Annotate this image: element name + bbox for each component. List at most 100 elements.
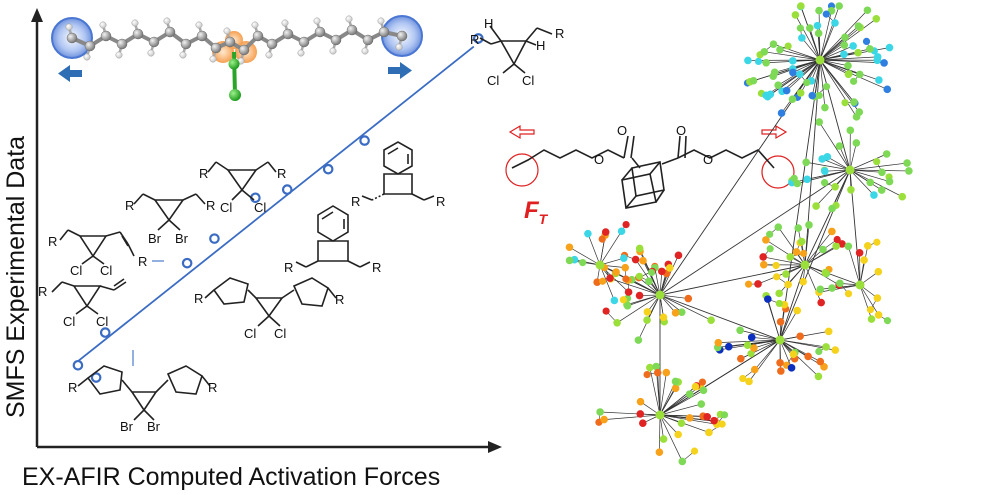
svg-text:R: R: [284, 260, 293, 275]
data-point-8: [322, 163, 334, 175]
network-node-245: [710, 416, 718, 425]
network-node-221: [690, 447, 699, 455]
network-node-241: [705, 428, 713, 437]
network-hub-node: [855, 280, 865, 290]
network-node-137: [674, 251, 683, 260]
network-node-268: [612, 268, 620, 276]
network-node-234: [643, 370, 651, 379]
network-node-61: [875, 76, 883, 84]
network-node-74: [788, 95, 797, 104]
network-node-174: [797, 237, 806, 246]
network-node-73: [797, 2, 805, 10]
network-node-255: [565, 243, 574, 252]
network-node-43: [789, 68, 797, 77]
pull-arrow-open-right-icon: [761, 124, 788, 140]
svg-text:R: R: [436, 194, 445, 209]
svg-text:Br: Br: [148, 231, 162, 246]
svg-text:Cl: Cl: [100, 263, 112, 278]
structure-dibromo-bicyclopentyl-cyclopropane: R R Br Br: [68, 350, 217, 434]
network-node-133: [634, 336, 643, 344]
pull-point-left: [505, 153, 539, 187]
svg-text:H: H: [536, 38, 545, 53]
network-node-50: [749, 76, 758, 85]
network-node-71: [855, 108, 864, 116]
network-node-158: [828, 227, 836, 236]
network-node-16: [791, 11, 800, 19]
network-node-181: [747, 350, 755, 358]
network-node-163: [832, 242, 840, 250]
network-node-167: [786, 253, 794, 261]
network-node-264: [617, 227, 626, 236]
network-node-92: [828, 204, 836, 213]
network-node-142: [671, 309, 680, 317]
network-node-68: [822, 10, 830, 18]
data-point-1: [72, 359, 84, 371]
network-node-219: [596, 408, 604, 416]
svg-text:O: O: [676, 123, 686, 138]
network-node-211: [677, 419, 686, 427]
network-node-75: [763, 92, 772, 101]
svg-text:R: R: [194, 291, 203, 306]
network-node-269: [867, 315, 876, 323]
network-node-281: [874, 311, 883, 319]
network-node-88: [815, 118, 824, 126]
svg-text:Cl: Cl: [274, 326, 286, 341]
svg-text:Cl: Cl: [522, 73, 534, 88]
svg-text:Cl: Cl: [244, 326, 256, 341]
network-node-33: [850, 77, 858, 85]
svg-text:O: O: [617, 123, 627, 138]
svg-text:O: O: [703, 152, 713, 167]
network-node-213: [659, 435, 668, 443]
network-node-196: [789, 350, 798, 359]
network-node-122: [635, 272, 644, 280]
network-node-135: [658, 267, 666, 276]
structure-benzocyclobutene-cis: R R: [284, 205, 381, 275]
network-node-271: [836, 279, 844, 288]
network-node-53: [850, 98, 858, 106]
network-node-229: [720, 411, 729, 419]
network-node-276: [860, 256, 868, 264]
network-nodes: [565, 2, 913, 466]
network-node-89: [905, 167, 913, 175]
network-hub-node: [595, 260, 605, 270]
network-node-251: [610, 296, 619, 305]
network-node-60: [774, 81, 782, 89]
network-node-280: [883, 317, 892, 325]
network-node-96: [802, 158, 810, 167]
network-node-175: [824, 327, 833, 336]
network-node-243: [671, 377, 680, 386]
network-node-21: [815, 6, 823, 15]
svg-text:Br: Br: [147, 419, 161, 434]
network-node-223: [636, 410, 645, 418]
network-node-123: [645, 277, 653, 286]
network-node-214: [636, 397, 645, 406]
network-hub-node: [775, 335, 785, 345]
network-node-267: [599, 277, 607, 285]
network-node-77: [870, 191, 878, 199]
network-node-190: [804, 352, 812, 361]
network-node-19: [814, 29, 823, 38]
network-node-148: [759, 260, 768, 269]
svg-text:R: R: [335, 292, 344, 307]
network-node-83: [885, 177, 894, 186]
network-node-263: [622, 221, 630, 229]
network-node-79: [898, 192, 907, 201]
network-node-262: [565, 256, 574, 265]
network-node-80: [847, 185, 855, 194]
network-node-138: [648, 268, 656, 277]
network-node-194: [777, 367, 785, 375]
network-node-126: [635, 291, 644, 300]
network-node-201: [739, 374, 747, 383]
network-node-14: [796, 24, 804, 32]
network-node-250: [601, 228, 610, 236]
structure-vinyl-dichlorocyclopropane-z: R R Cl Cl: [48, 229, 164, 278]
network-node-29: [841, 33, 849, 42]
svg-text:R: R: [208, 380, 217, 395]
pull-arrow-open-left-icon: [508, 124, 535, 140]
network-hub-node: [655, 410, 665, 420]
network-node-134: [643, 316, 651, 324]
network-node-151: [775, 289, 784, 298]
force-label: FT: [524, 197, 549, 227]
network-node-153: [794, 224, 803, 232]
network-node-66: [808, 91, 817, 100]
